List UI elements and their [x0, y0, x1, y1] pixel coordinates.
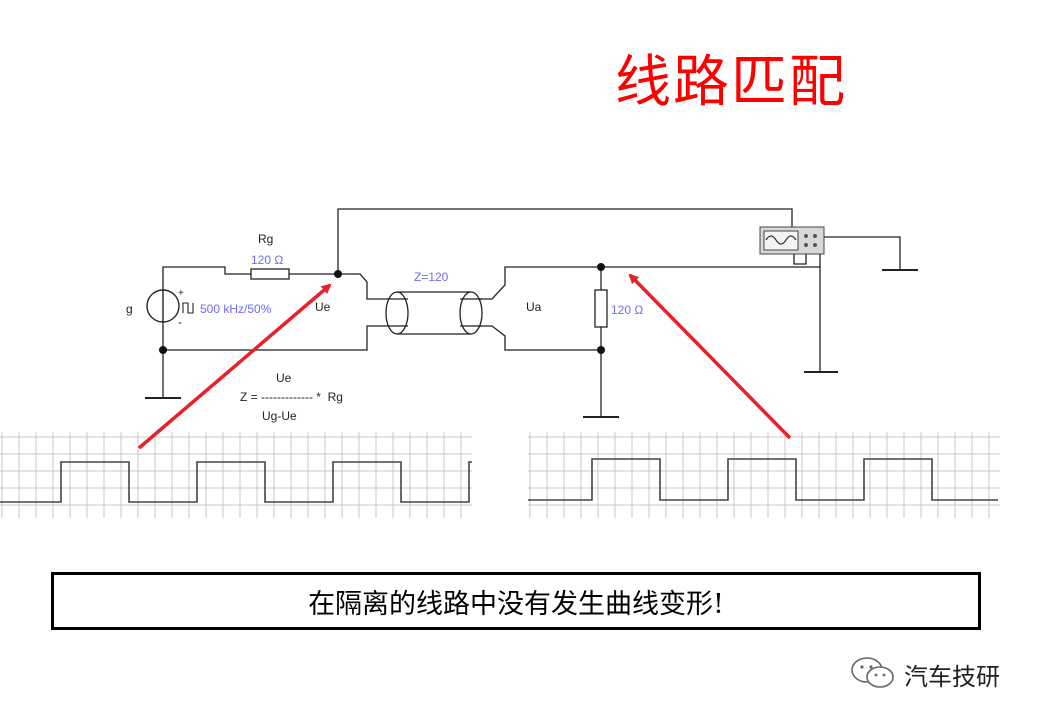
load-resistor [594, 289, 608, 328]
oscilloscope-icon [759, 226, 825, 255]
rg-value: 120 Ω [251, 253, 283, 267]
caption-box: 在隔离的线路中没有发生曲线变形! [51, 572, 981, 630]
formula-numerator: Ue [276, 371, 292, 385]
caption-text: 在隔离的线路中没有发生曲线变形! [308, 588, 724, 620]
source-minus: - [178, 315, 182, 329]
arrow-ue [137, 283, 332, 450]
source-value: 500 kHz/50% [200, 302, 272, 316]
ue-label: Ue [315, 300, 331, 314]
source-partial-label: g [126, 302, 133, 316]
formula-denominator: Ug-Ue [262, 409, 297, 423]
formula-line: Z = ------------- * Rg [240, 390, 343, 404]
waveform-trace [528, 458, 998, 501]
waveform-trace [0, 461, 472, 503]
rg-label: Rg [258, 232, 273, 246]
load-value: 120 Ω [611, 303, 643, 317]
waveform-ue [0, 432, 472, 518]
ua-label: Ua [526, 300, 542, 314]
waveform-ua [528, 432, 1000, 518]
ground-symbols [145, 269, 918, 418]
brand: 汽车技研 [850, 656, 1000, 692]
signal-source [146, 289, 194, 323]
source-plus: + [178, 288, 184, 299]
brand-text: 汽车技研 [904, 662, 1000, 691]
line-impedance-label: Z=120 [414, 270, 449, 284]
rg-resistor [250, 268, 290, 280]
junction-dots [159, 263, 605, 354]
wechat-icon [851, 657, 894, 688]
arrow-ua [628, 273, 792, 440]
page-title: 线路匹配 [615, 50, 847, 115]
transmission-line [385, 291, 483, 335]
circuit-wires [162, 208, 901, 417]
